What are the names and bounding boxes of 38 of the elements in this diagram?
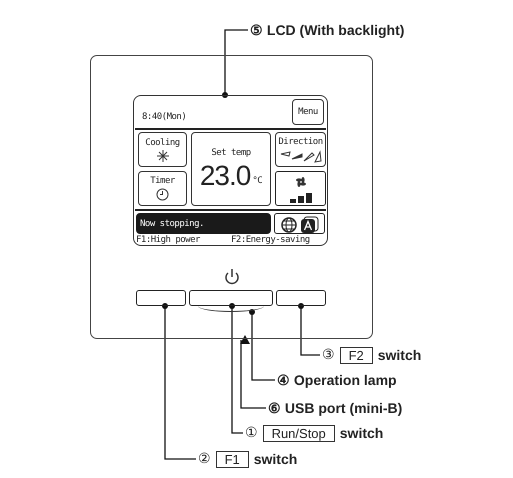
timer-panel <box>138 171 187 206</box>
callout-number: ① <box>245 425 258 441</box>
callout-text: switch <box>378 347 422 363</box>
set-temp-panel <box>191 132 271 206</box>
callout-text: switch <box>340 425 384 441</box>
callout-text: ⑤ LCD (With backlight) <box>250 21 404 39</box>
callout-text: ④ Operation lamp <box>277 371 397 389</box>
switch-button <box>276 290 326 306</box>
screen-text: F2:Energy-saving <box>231 235 310 245</box>
callout-text: ⑥ USB port (mini-B) <box>268 399 402 417</box>
screen-text: 8:40(Mon) <box>142 112 186 122</box>
leader-line <box>222 29 248 98</box>
direction-panel <box>275 132 326 167</box>
callout-number: ② <box>198 451 211 467</box>
panel-title: Direction <box>278 136 323 146</box>
leader-line <box>298 303 320 356</box>
leader-line <box>162 303 196 460</box>
panel-title: Set temp <box>211 148 251 158</box>
fan-speed-panel <box>275 171 326 206</box>
switch-button <box>189 290 273 306</box>
callout-text: switch <box>254 451 298 467</box>
unit-label: °C <box>252 176 262 186</box>
leader-line <box>249 309 275 381</box>
switch-button <box>136 290 186 306</box>
temperature-value: 23.0 <box>200 162 250 190</box>
menu-button: Menu <box>292 99 324 125</box>
callout-number: ③ <box>322 347 335 363</box>
key-label: F1 <box>216 450 249 468</box>
leader-line <box>240 335 266 409</box>
lcd-screen <box>133 95 328 246</box>
language-button <box>274 213 325 234</box>
panel-title: Timer <box>150 176 175 186</box>
panel-title: Cooling <box>145 138 180 148</box>
key-label: F2 <box>340 346 373 364</box>
leader-line <box>229 303 243 434</box>
key-label: Run/Stop <box>262 424 335 442</box>
mode-panel <box>138 132 187 167</box>
status-bar: Now stopping. <box>136 213 271 234</box>
